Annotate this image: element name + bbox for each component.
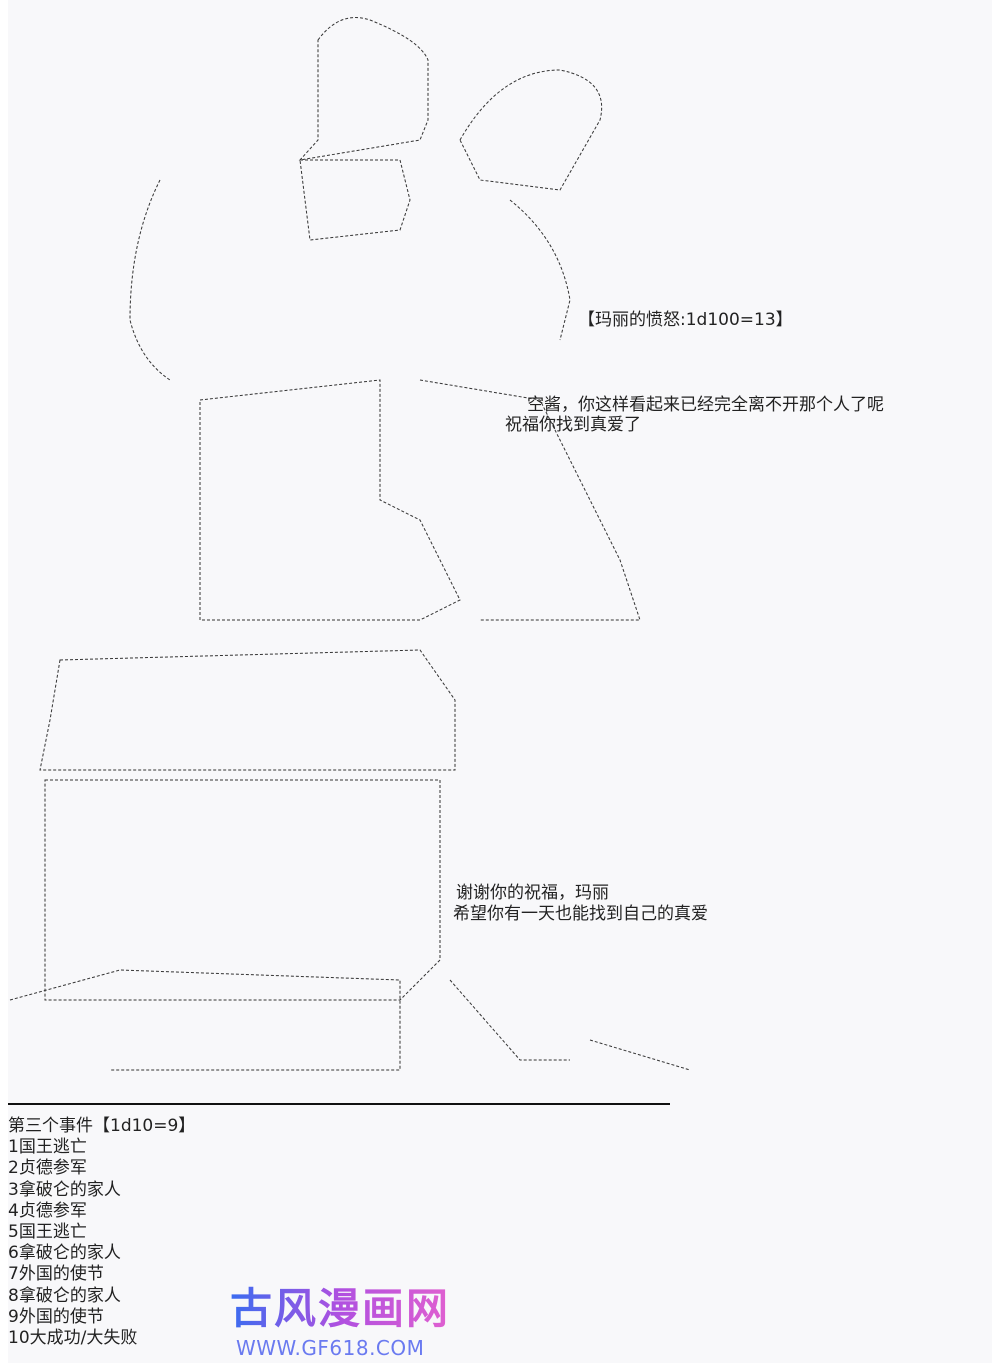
- art-head: [299, 159, 411, 241]
- watermark-logo: 古风漫画网: [230, 1284, 451, 1333]
- page-margin: [0, 0, 8, 1363]
- list-item: 3拿破仑的家人: [8, 1179, 121, 1200]
- dialogue-line: 空酱，你这样看起来已经完全离不开那个人了呢: [527, 395, 884, 415]
- list-item: 10大成功/大失败: [8, 1328, 138, 1349]
- art-hair-right: [509, 199, 571, 341]
- ascii-art-illustration: [9, 17, 691, 1071]
- art-ribbon-left: [298, 17, 429, 161]
- roll-result-mary-anger: 【玛丽的愤怒:1d100=13】: [578, 310, 793, 330]
- dialogue-line: 祝福你找到真爱了: [505, 415, 641, 435]
- list-item: 8拿破仑的家人: [8, 1285, 121, 1306]
- dialogue-line: 希望你有一天也能找到自己的真爱: [453, 904, 708, 924]
- art-hat: [39, 649, 456, 771]
- section-divider: [8, 1103, 670, 1105]
- event-list: 第三个事件【1d10=9】 1国王逃亡 2贞德参军 3拿破仑的家人 4贞德参军 …: [8, 1116, 195, 1349]
- list-item: 7外国的使节: [8, 1264, 104, 1285]
- dialogue-line: 谢谢你的祝福，玛丽: [456, 883, 609, 903]
- art-dress: [419, 379, 641, 621]
- art-lower: [9, 969, 401, 1071]
- art-ribbon-right: [459, 69, 603, 191]
- list-item: 4贞德参军: [8, 1200, 87, 1221]
- list-item: 9外国的使节: [8, 1306, 104, 1327]
- event-list-title: 第三个事件【1d10=9】: [8, 1116, 196, 1136]
- art-face2: [44, 779, 441, 1001]
- art-body: [199, 379, 461, 621]
- watermark-url: WWW.GF618.COM: [236, 1336, 425, 1360]
- art-hair-left: [129, 179, 171, 381]
- list-item: 5国王逃亡: [8, 1222, 87, 1243]
- list-item: 2贞德参军: [8, 1158, 87, 1179]
- art-tail: [449, 979, 691, 1071]
- list-item: 1国王逃亡: [8, 1137, 87, 1158]
- list-item: 6拿破仑的家人: [8, 1243, 121, 1264]
